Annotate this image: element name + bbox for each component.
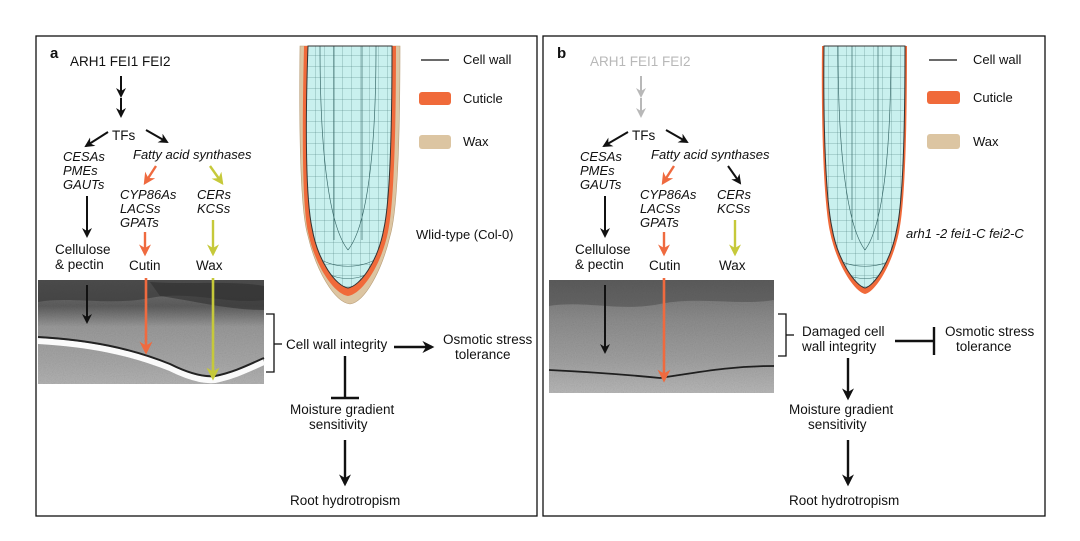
arrow-b-tfs-fatty [665, 129, 689, 143]
panel-a-osmotic-2: tolerance [455, 347, 511, 362]
legend-b-wax-swatch [927, 134, 960, 149]
panel-a-osmotic-1: Osmotic stress [443, 332, 533, 347]
gene-b-cyp86as: CYP86As [640, 187, 697, 202]
bracket-a [266, 313, 275, 373]
panel-a-label: a [50, 45, 59, 62]
panel-b: b ARH1 FEI1 FEI2 TFs CESAs PMEs GAUTs Fa… [542, 35, 1046, 517]
arrow-fatty-cutin [143, 165, 158, 186]
arrow-fatty-wax [209, 165, 224, 185]
legend-b-cellwall: Cell wall [973, 52, 1022, 67]
root-tip-a [299, 45, 401, 305]
panel-a-moisture-1: Moisture gradient [290, 402, 395, 417]
legend-a-cellwall: Cell wall [463, 52, 512, 67]
panel-b-osmotic-2: tolerance [956, 339, 1012, 354]
legend-a-wax-swatch [419, 135, 451, 149]
arrow-b-tfs-wall [602, 131, 629, 148]
panel-b-genes: ARH1 FEI1 FEI2 [590, 54, 691, 69]
panel-a-integrity: Cell wall integrity [286, 337, 388, 352]
panel-b-integrity-2: wall integrity [801, 339, 877, 354]
gene-b-gauts: GAUTs [580, 177, 622, 192]
panel-a-frame [35, 35, 538, 517]
gene-b-gpats: GPATs [640, 215, 679, 230]
gene-b-cers: CERs [717, 187, 751, 202]
micrograph-b [548, 278, 775, 393]
gene-pmes: PMEs [63, 163, 98, 178]
legend-a-cuticle-swatch [419, 92, 451, 105]
panel-b-hydro: Root hydrotropism [789, 493, 899, 508]
arrow-b-fatty-wax [727, 165, 742, 185]
gene-cyp86as: CYP86As [120, 187, 177, 202]
root-tip-b [821, 45, 907, 294]
panel-b-frame [542, 35, 1046, 517]
panel-b-osmotic-1: Osmotic stress [945, 324, 1035, 339]
panel-b-label: b [557, 45, 566, 62]
gene-b-lacss: LACSs [640, 201, 681, 216]
gene-b-pmes: PMEs [580, 163, 615, 178]
arrow-tfs-wall [84, 131, 109, 148]
gene-cers: CERs [197, 187, 231, 202]
gene-kcss: KCSs [197, 201, 231, 216]
panel-a: a ARH1 FEI1 FEI2 TFs CESAs PMEs GAUTs Fa… [35, 35, 538, 517]
arrow-tfs-fatty [145, 129, 169, 143]
panel-b-fatty: Fatty acid synthases [651, 147, 770, 162]
panel-a-genes: ARH1 FEI1 FEI2 [70, 54, 171, 69]
bracket-b [778, 313, 787, 357]
legend-b-wax: Wax [973, 134, 999, 149]
panel-a-cutin: Cutin [129, 258, 161, 273]
panel-a-hydro: Root hydrotropism [290, 493, 400, 508]
panel-b-moisture-2: sensitivity [808, 417, 867, 432]
panel-a-genotype: Wlid-type (Col-0) [416, 227, 514, 242]
panel-a-wax: Wax [196, 258, 223, 273]
legend-a-cuticle: Cuticle [463, 91, 503, 106]
legend-b-cuticle-swatch [927, 91, 960, 104]
gene-b-cesas: CESAs [580, 149, 622, 164]
legend-b-cuticle: Cuticle [973, 90, 1013, 105]
panel-b-moisture-1: Moisture gradient [789, 402, 894, 417]
arrow-b-fatty-cutin [661, 165, 676, 186]
gene-b-kcss: KCSs [717, 201, 751, 216]
panel-b-cellulose-2: & pectin [575, 257, 624, 272]
panel-a-fatty: Fatty acid synthases [133, 147, 252, 162]
panel-a-moisture-2: sensitivity [309, 417, 368, 432]
legend-a-wax: Wax [463, 134, 489, 149]
panel-b-cutin: Cutin [649, 258, 681, 273]
gene-gpats: GPATs [120, 215, 159, 230]
panel-b-cellulose-1: Cellulose [575, 242, 631, 257]
panel-b-wax: Wax [719, 258, 746, 273]
panel-a-cellulose-1: Cellulose [55, 242, 111, 257]
panel-b-genotype: arh1 -2 fei1-C fei2-C [906, 226, 1024, 241]
panel-b-tfs: TFs [632, 128, 655, 143]
gene-cesas: CESAs [63, 149, 105, 164]
panel-a-cellulose-2: & pectin [55, 257, 104, 272]
panel-a-tfs: TFs [112, 128, 135, 143]
micrograph-a [37, 278, 266, 384]
gene-lacss: LACSs [120, 201, 161, 216]
gene-gauts: GAUTs [63, 177, 105, 192]
panel-b-integrity-1: Damaged cell [802, 324, 885, 339]
